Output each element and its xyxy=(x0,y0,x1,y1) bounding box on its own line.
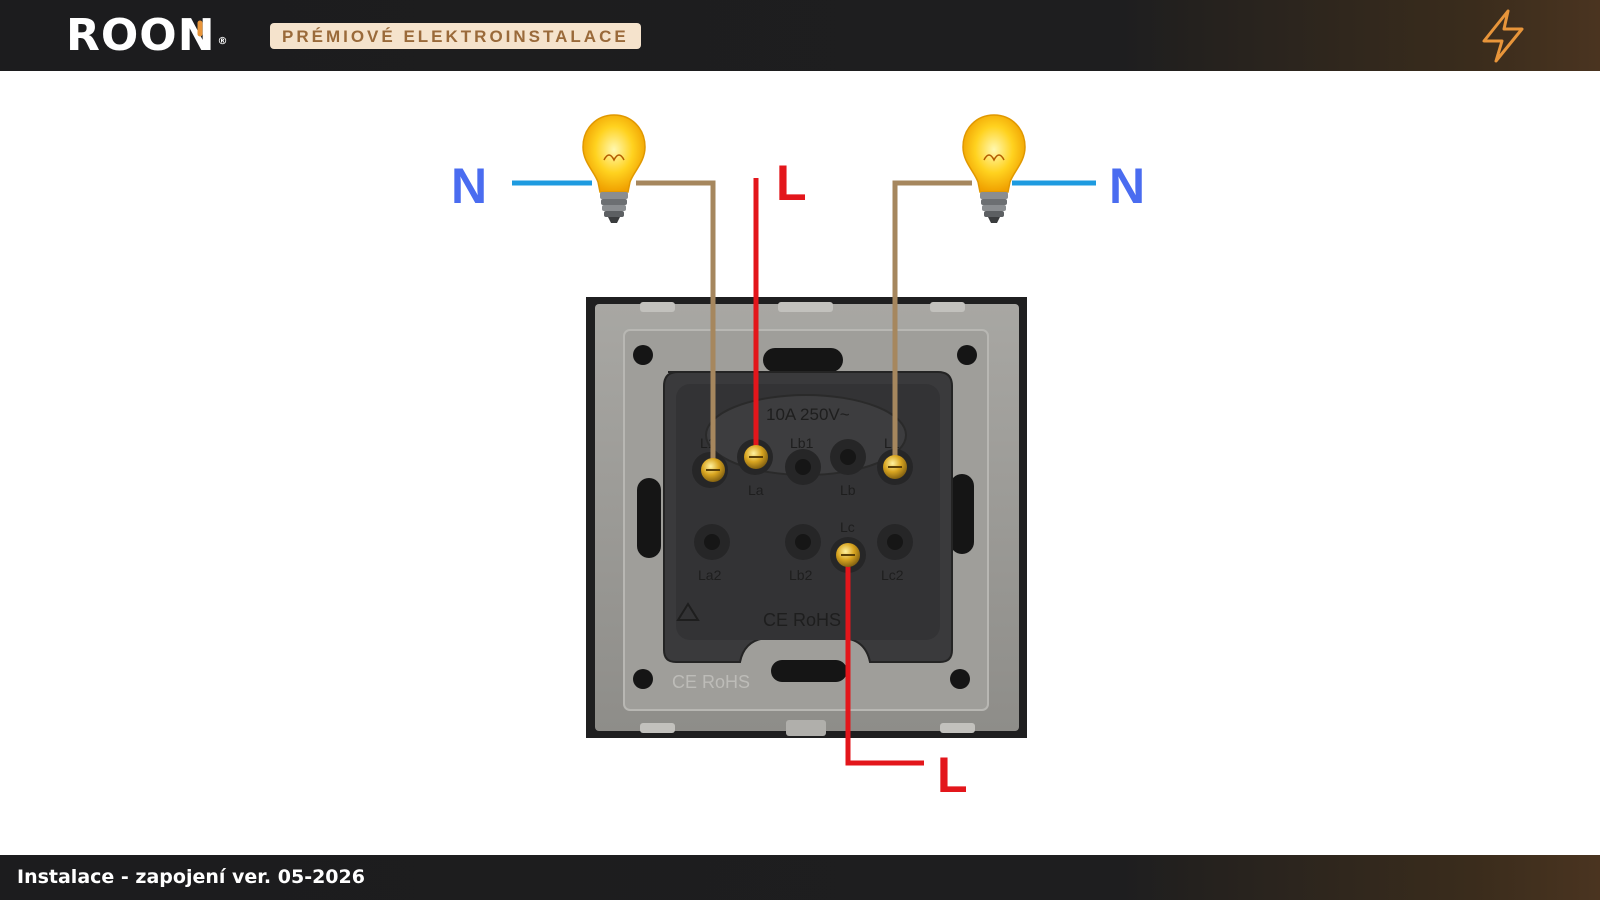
recycle-icon xyxy=(676,602,700,621)
header-bar: ROON® PRÉMIOVÉ ELEKTROINSTALACE xyxy=(0,0,1600,71)
module-certification-mark: CE RoHS xyxy=(763,610,841,630)
footer-version-text: Instalace - zapojení ver. 05-2026 xyxy=(17,866,365,888)
label-la2: La2 xyxy=(698,567,722,583)
mounting-hole xyxy=(950,669,970,689)
light-bulb-right-icon xyxy=(962,114,1026,223)
lightning-bolt-icon xyxy=(1482,9,1524,63)
brand-logo-text: ROON xyxy=(66,10,216,61)
light-bulb-left-icon xyxy=(582,114,646,223)
live-wire-bottom xyxy=(845,555,924,766)
footer-bar: Instalace - zapojení ver. 05-2026 xyxy=(0,855,1600,900)
tagline-badge: PRÉMIOVÉ ELEKTROINSTALACE xyxy=(270,23,641,49)
registered-mark: ® xyxy=(217,36,229,47)
label-la: La xyxy=(748,482,764,498)
label-live-top: L xyxy=(776,155,807,211)
wiring-diagram: CE RoHS 10A 250V~ Lb1 L1 L1 La Lb Lc La2… xyxy=(451,114,1145,803)
label-lb1: Lb1 xyxy=(790,435,814,451)
label-lc2: Lc2 xyxy=(881,567,904,583)
frame-certification-mark: CE RoHS xyxy=(672,672,750,692)
terminal-screws xyxy=(701,445,907,567)
rating-marking: 10A 250V~ xyxy=(766,405,850,424)
label-neutral-left: N xyxy=(451,158,487,214)
label-lc: Lc xyxy=(840,519,855,535)
label-live-bottom: L xyxy=(937,747,968,803)
switched-wire-right xyxy=(892,180,972,467)
label-lb2: Lb2 xyxy=(789,567,813,583)
brand-logo: ROON® xyxy=(66,12,229,60)
mounting-hole xyxy=(957,345,977,365)
power-icon xyxy=(197,20,203,37)
label-lb: Lb xyxy=(840,482,856,498)
switched-wire-left xyxy=(636,180,716,470)
mounting-hole xyxy=(633,345,653,365)
mounting-hole xyxy=(633,669,653,689)
label-neutral-right: N xyxy=(1109,158,1145,214)
switch-body: CE RoHS 10A 250V~ Lb1 L1 L1 La Lb Lc La2… xyxy=(586,297,1027,738)
wires xyxy=(512,178,1096,766)
